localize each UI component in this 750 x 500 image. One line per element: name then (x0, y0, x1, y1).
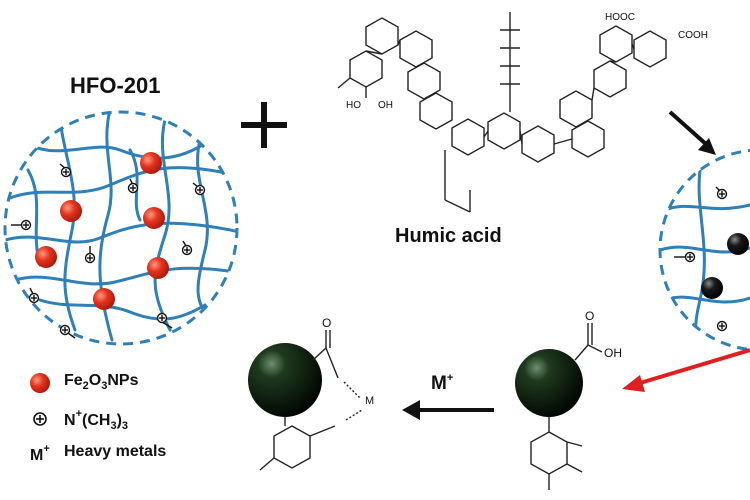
fe2o3-nanoparticles (35, 152, 169, 310)
diagonal-arrow (668, 110, 716, 155)
metal-complex-right (515, 323, 603, 490)
n-plus-icon (59, 163, 72, 178)
n-plus-icon (28, 287, 40, 304)
humic-acid-structure (337, 12, 667, 213)
heavy-metal-sphere-icon (515, 349, 583, 417)
n-plus-icon (127, 178, 139, 194)
n-plus-icon (716, 320, 728, 332)
fe2o3-particle-icon (147, 257, 169, 279)
ammonium-groups (11, 163, 206, 339)
metal-particle-icon (727, 233, 749, 255)
cooh-label: COOH (678, 30, 708, 41)
hooc-label: HOOC (605, 12, 635, 23)
m-plus-arrow-label: M+ (431, 372, 453, 395)
n-plus-icon (11, 219, 32, 231)
fe2o3-particle-icon (143, 207, 165, 229)
metal-particle-icon (701, 277, 723, 299)
o-label-left: O (322, 316, 332, 330)
legend-fe2o3-icon (30, 373, 50, 393)
m-plus-symbol: M (431, 373, 447, 394)
fe2o3-particle-icon (35, 246, 57, 268)
fe2o3-particle-icon (93, 288, 115, 310)
fe2o3-particle-icon (140, 152, 162, 174)
n-plus-icon (156, 312, 173, 329)
red-arrow (622, 348, 750, 392)
n-plus-icon (59, 324, 76, 339)
n-plus-icon (192, 182, 206, 196)
legend-metals-text: Heavy metals (64, 443, 167, 460)
metal-complex-left (248, 330, 363, 471)
m-plus-arrow (402, 400, 494, 420)
humic-acid-label: Humic acid (395, 225, 502, 247)
ho-label: HO (346, 100, 361, 111)
hfo-201-sphere (3, 110, 239, 346)
legend-n-plus-icon (33, 412, 47, 426)
n-plus-icon (715, 186, 728, 200)
plus-sign (241, 102, 287, 148)
legend-fe2o3-text: Fe2O3NPs (64, 372, 139, 392)
legend-n-plus-text: N+(CH3)3 (64, 408, 129, 432)
oh-label-top: OH (378, 100, 393, 111)
oh-label: OH (604, 346, 622, 360)
heavy-metal-sphere-icon (248, 343, 322, 417)
n-plus-icon (181, 240, 193, 256)
loaded-sphere (658, 149, 750, 351)
fe2o3-particle-icon (60, 200, 82, 222)
o-label: O (585, 309, 595, 323)
n-plus-icon (674, 251, 696, 263)
m-plus-charge: + (446, 372, 454, 384)
legend-metals-symbol: M+ (30, 443, 50, 464)
m-small-label: M (365, 395, 375, 407)
hfo-201-title: HFO-201 (70, 73, 161, 98)
legend-graphics (30, 373, 50, 426)
n-plus-icon (84, 246, 96, 264)
